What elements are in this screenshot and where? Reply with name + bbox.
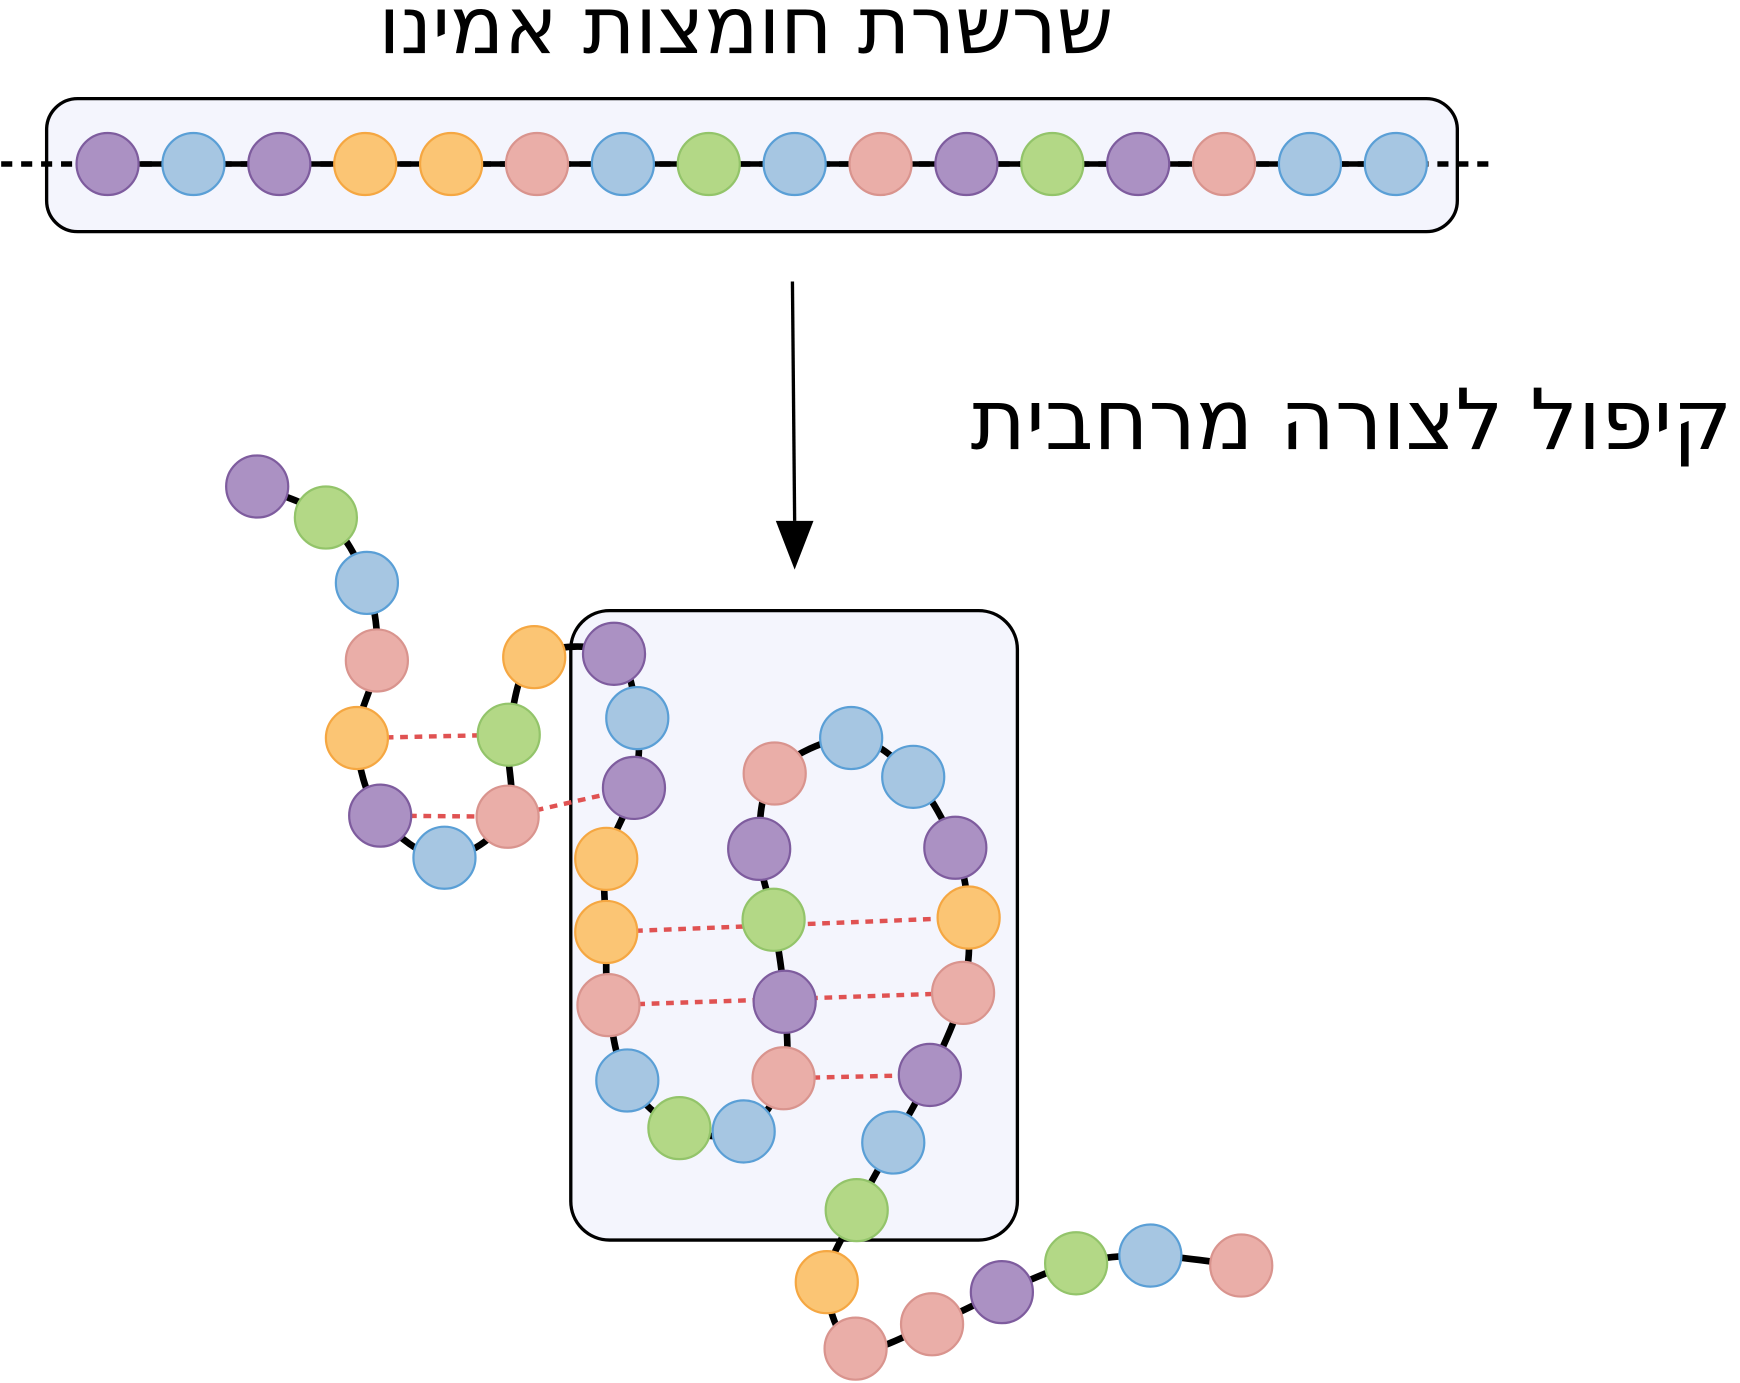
amino-acid-pink (823, 1316, 888, 1381)
fold-label: קיפול לצורה מרחבית (971, 371, 1733, 469)
amino-acid-purple (601, 755, 667, 821)
amino-acid-green (476, 702, 541, 767)
amino-acid-pink (848, 131, 913, 197)
amino-acid-purple (1106, 131, 1171, 197)
amino-acid-orange (333, 131, 398, 197)
amino-acid-blue (861, 1110, 926, 1175)
amino-acid-pink (576, 972, 641, 1038)
amino-acid-blue (711, 1099, 776, 1164)
amino-acid-orange (574, 826, 639, 891)
amino-acid-purple (225, 454, 290, 519)
amino-acid-blue (161, 131, 226, 197)
amino-acid-purple (247, 131, 312, 197)
amino-acid-purple (923, 815, 988, 880)
amino-acid-blue (1363, 131, 1428, 197)
amino-acid-green (647, 1095, 712, 1161)
amino-acid-pink (751, 1046, 816, 1111)
amino-acid-blue (819, 705, 884, 771)
amino-acid-orange (418, 131, 484, 197)
amino-acid-blue (1118, 1223, 1183, 1288)
fold-arrow-head (775, 520, 814, 570)
amino-acid-pink (504, 131, 570, 197)
amino-acid-purple (897, 1042, 962, 1108)
amino-acid-green (824, 1177, 889, 1243)
amino-acid-blue (590, 131, 656, 197)
amino-acid-blue (334, 550, 400, 616)
amino-acid-green (676, 131, 741, 197)
amino-acid-pink (344, 628, 409, 693)
amino-acid-blue (762, 131, 827, 197)
amino-acid-green (293, 485, 359, 550)
amino-acid-purple (934, 131, 999, 197)
hydrogen-bond (356, 732, 509, 741)
amino-acid-pink (475, 784, 540, 849)
amino-acid-blue (1277, 131, 1343, 197)
amino-acid-blue (605, 685, 670, 751)
amino-acid-pink (1191, 131, 1257, 197)
linear-chain (1, 131, 1498, 197)
fold-arrow (790, 281, 797, 521)
amino-acid-purple (752, 969, 817, 1034)
amino-acid-orange (324, 705, 390, 771)
amino-acid-green (1020, 131, 1085, 197)
amino-acid-pink (742, 741, 807, 806)
amino-acid-orange (574, 899, 639, 965)
amino-acid-blue (412, 825, 477, 890)
amino-acid-purple (581, 621, 647, 686)
folded-chain (225, 454, 1274, 1381)
title: שרשרת חומצות אמינו (379, 0, 1114, 72)
amino-acid-orange (502, 625, 567, 690)
amino-acid-pink (899, 1292, 965, 1357)
amino-acid-orange (936, 885, 1001, 950)
amino-acid-blue (881, 744, 946, 809)
hydrogen-bond (606, 915, 969, 935)
amino-acid-green (741, 887, 806, 952)
amino-acid-purple (75, 131, 140, 197)
amino-acid-pink (930, 960, 996, 1026)
amino-acid-purple (969, 1259, 1035, 1325)
amino-acid-purple (727, 816, 792, 881)
amino-acid-green (1043, 1231, 1109, 1296)
amino-acid-purple (348, 783, 413, 848)
amino-acid-pink (1209, 1233, 1274, 1298)
amino-acid-orange (794, 1250, 859, 1315)
amino-acid-blue (595, 1048, 660, 1113)
